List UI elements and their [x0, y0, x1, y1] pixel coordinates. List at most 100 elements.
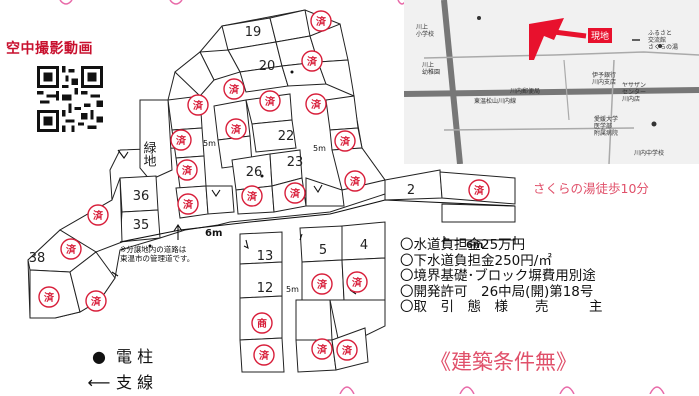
- lot-19: 19: [245, 25, 262, 40]
- svg-text:済: 済: [44, 291, 55, 304]
- svg-text:済: 済: [317, 278, 328, 291]
- legend: ● 電 柱 ⟵ 支 線: [82, 344, 154, 396]
- stamp-sold: 済: [187, 94, 209, 116]
- stamp-sold: 済: [223, 78, 245, 100]
- map-label-furusato: ふるさと 交流館 さくらの湯: [648, 30, 679, 51]
- decor-curve-bottom-4: [649, 386, 665, 394]
- svg-text:済: 済: [259, 349, 270, 362]
- legend-guy-wire-label: 支 線: [116, 373, 154, 392]
- svg-text:済: 済: [93, 209, 104, 222]
- svg-text:済: 済: [352, 276, 363, 289]
- svg-text:済: 済: [247, 190, 258, 203]
- stamp-sold: 済: [241, 185, 263, 207]
- location-map[interactable]: 川上 小学校 川上 幼稚園 伊予銀行 川内支店 ヤサザン センター 川内店 愛媛…: [404, 0, 699, 164]
- svg-text:済: 済: [342, 344, 353, 357]
- svg-text:済: 済: [176, 134, 187, 147]
- lot-38: 38: [29, 251, 46, 266]
- stamp-sold: 済: [310, 10, 332, 32]
- svg-text:済: 済: [183, 198, 194, 211]
- map-roads: [404, 0, 699, 164]
- road-management-note: ※分譲地内の道路は 東温市の管理道です。: [120, 245, 194, 263]
- road-note-arrow: [173, 224, 183, 240]
- road-width-5m-a: 5m: [203, 139, 216, 148]
- map-label-junior-high: 川内中学校: [634, 150, 665, 157]
- stamp-sold: 済: [170, 129, 192, 151]
- sewer-fee: 〇下水道負担金250円/㎡: [400, 252, 552, 269]
- stamp-sold: 済: [311, 338, 333, 360]
- road-6m-bracket: [443, 236, 516, 244]
- stamp-sold: 済: [38, 286, 60, 308]
- stamp-sold: 済: [311, 273, 333, 295]
- svg-text:済: 済: [66, 243, 77, 256]
- sold-stamps: 済 済 済 済 済 済 済 済 済 済 済 済 済 済 済 済 済 済 済 済 …: [38, 10, 490, 366]
- stamp-sold: 済: [259, 90, 281, 112]
- stamp-sold: 済: [346, 271, 368, 293]
- stamp-sold: 済: [253, 344, 275, 366]
- svg-text:済: 済: [182, 164, 193, 177]
- lot-4: 4: [360, 238, 368, 253]
- map-label-road: 東温松山川内線: [474, 98, 517, 105]
- stamp-sold: 済: [301, 50, 323, 72]
- map-label-kindergarten: 川上 幼稚園: [422, 62, 441, 76]
- development-permit: 〇開発許可 26中局(開)第18号: [400, 283, 594, 300]
- svg-text:済: 済: [316, 15, 327, 28]
- svg-text:済: 済: [229, 83, 240, 96]
- lot-36: 36: [133, 189, 150, 204]
- aerial-video-label: 空中撮影動画: [6, 41, 93, 57]
- decor-curve-bottom-1: [339, 386, 355, 394]
- svg-text:済: 済: [91, 295, 102, 308]
- svg-text:商: 商: [257, 317, 267, 330]
- conditions-list: 〇水道負担金25万円 〇下水道負担金250円/㎡ 〇境界基礎･ブロック塀費用別途…: [400, 237, 603, 316]
- map-label-school: 川上 小学校: [416, 24, 435, 38]
- boundary-wall-cost: 〇境界基礎･ブロック塀費用別途: [400, 268, 596, 284]
- lot-22: 22: [278, 129, 295, 144]
- road-width-6m-left: 6m: [205, 228, 222, 239]
- svg-text:済: 済: [290, 187, 301, 200]
- lot-13: 13: [257, 249, 274, 264]
- lot-35: 35: [133, 218, 150, 233]
- legend-pole: ● 電 柱: [82, 344, 153, 370]
- map-label-hospital: 愛媛大学 医学部 附属病院: [594, 116, 619, 137]
- green-space-label: 緑地: [141, 141, 157, 167]
- left-arrow-icon: ⟵: [87, 373, 111, 392]
- utility-poles: [148, 70, 294, 248]
- stamp-sold: 済: [85, 290, 107, 312]
- svg-text:済: 済: [350, 175, 361, 188]
- stamp-negotiating: 商: [251, 312, 273, 334]
- sakura-onsen-walk-time: さくらの湯徒歩10分: [533, 181, 649, 196]
- pole-dot-icon: ●: [92, 347, 106, 366]
- svg-text:済: 済: [317, 343, 328, 356]
- lot-2: 2: [407, 183, 415, 198]
- lot-5: 5: [319, 243, 327, 258]
- stamp-sold: 済: [336, 339, 358, 361]
- lot-2-block: [384, 169, 516, 223]
- lot-20: 20: [259, 59, 276, 74]
- road-width-6m-right: 6m: [466, 240, 483, 251]
- stamp-sold: 済: [60, 238, 82, 260]
- qr-code-icon[interactable]: [37, 66, 103, 132]
- svg-text:済: 済: [340, 135, 351, 148]
- svg-text:済: 済: [311, 98, 322, 111]
- stamp-sold: 済: [176, 159, 198, 181]
- lot-12: 12: [257, 281, 274, 296]
- water-fee: 〇水道負担金25万円: [400, 237, 526, 253]
- stamp-sold: 済: [334, 130, 356, 152]
- stamp-sold: 済: [177, 193, 199, 215]
- lot-26: 26: [246, 165, 263, 180]
- legend-pole-label: 電 柱: [116, 347, 154, 366]
- transaction-type: 〇取 引 態 様 売 主: [400, 299, 603, 315]
- map-site-label: 現地: [588, 28, 613, 43]
- road-note-line-1: ※分譲地内の道路は: [120, 245, 187, 254]
- decor-curve-bottom-3: [559, 386, 575, 394]
- stamp-sold: 済: [225, 118, 247, 140]
- decor-curve-mid: [169, 0, 183, 5]
- svg-text:済: 済: [231, 123, 242, 136]
- stamp-sold: 済: [305, 93, 327, 115]
- legend-guy-wire: ⟵ 支 線: [82, 370, 154, 396]
- svg-text:済: 済: [474, 184, 485, 197]
- map-label-post: 川内郵便局: [510, 88, 541, 95]
- main-road-line: [119, 199, 516, 243]
- road-note-line-2: 東温市の管理道です。: [120, 254, 195, 263]
- svg-text:済: 済: [265, 95, 276, 108]
